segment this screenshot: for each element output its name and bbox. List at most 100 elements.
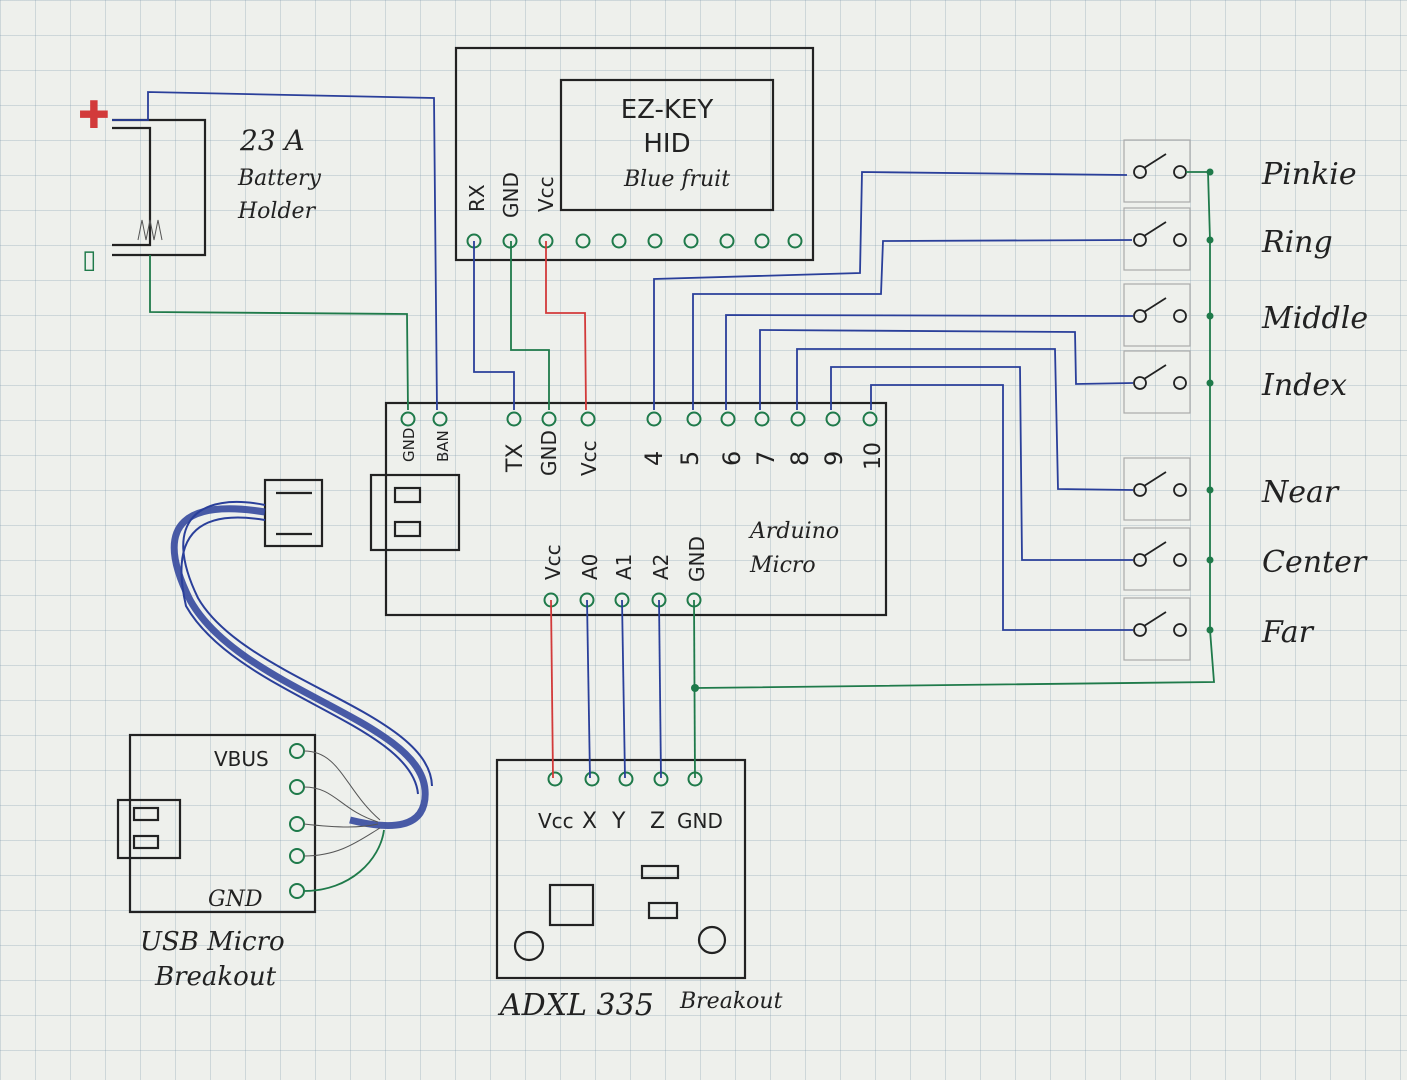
wire-adxl-vcc bbox=[550, 599, 554, 779]
adxl-cap-2 bbox=[647, 901, 679, 920]
battery-label-1: 23 A bbox=[239, 124, 305, 157]
switch-pinkie: Pinkie bbox=[1123, 139, 1357, 203]
switch-label: Pinkie bbox=[1261, 157, 1357, 192]
ground-junction-dot bbox=[691, 684, 699, 692]
arduino-pin-label-a0: A0 bbox=[578, 554, 602, 580]
wire-pin9-center bbox=[830, 366, 1133, 561]
adxl-mount-hole-right bbox=[697, 925, 727, 955]
arduino-top-pin-8 bbox=[720, 411, 736, 427]
switch-housing bbox=[1123, 283, 1191, 347]
battery-label-2: Battery bbox=[237, 166, 322, 191]
switch-lever bbox=[1143, 471, 1167, 487]
wire-pin4-pinkie bbox=[653, 171, 1128, 410]
arduino-pin-label-gnd-2: GND bbox=[537, 430, 561, 476]
arduino-board: Arduino Micro GND BAN TX GND Vcc 4 5 6 7… bbox=[369, 401, 888, 617]
adxl-pin-label-vcc: Vcc bbox=[538, 809, 574, 833]
wire-pin7-index bbox=[759, 329, 1134, 410]
switch-housing bbox=[1123, 597, 1191, 661]
arduino-pin-label-10: 10 bbox=[861, 442, 886, 470]
adxl-pin-1 bbox=[547, 771, 563, 787]
switch-index: Index bbox=[1123, 350, 1347, 414]
switch-contact-left bbox=[1133, 165, 1147, 179]
switch-lever bbox=[1143, 297, 1167, 313]
arduino-top-pin-2 bbox=[432, 411, 448, 427]
arduino-pin-label-6: 6 bbox=[718, 451, 746, 466]
arduino-top-pin-11 bbox=[825, 411, 841, 427]
arduino-top-pin-row bbox=[400, 411, 878, 427]
usb-pin-4 bbox=[289, 848, 305, 864]
switch-ring: Ring bbox=[1123, 207, 1333, 271]
battery-minus-icon: ▯ bbox=[82, 245, 96, 275]
switch-contact-right bbox=[1173, 233, 1187, 247]
switch-lever bbox=[1143, 153, 1167, 169]
usb-plug bbox=[263, 478, 324, 548]
ezkey-pin-9 bbox=[754, 233, 770, 249]
switch-label: Near bbox=[1261, 475, 1340, 510]
ezkey-board: EZ-KEY HID Blue fruit RX GND Vcc bbox=[454, 46, 815, 262]
ezkey-pin-7 bbox=[683, 233, 699, 249]
usb-pin-5 bbox=[289, 883, 305, 899]
usb-breakout-pad-1 bbox=[132, 806, 160, 822]
adxl-pin-label-z: Z bbox=[650, 809, 665, 834]
arduino-top-pin-10 bbox=[790, 411, 806, 427]
arduino-top-pin-7 bbox=[686, 411, 702, 427]
switch-lever bbox=[1143, 364, 1167, 380]
battery-holder-outline bbox=[112, 118, 207, 257]
arduino-top-pin-3 bbox=[506, 411, 522, 427]
ezkey-pin-gnd: GND bbox=[499, 172, 523, 218]
arduino-bottom-pin-labels: Vcc A0 A1 A2 GND bbox=[541, 536, 709, 582]
usb-label-1: USB Micro bbox=[140, 927, 285, 957]
adxl-pin-3 bbox=[618, 771, 634, 787]
ezkey-pin-6 bbox=[647, 233, 663, 249]
switch-contact-right bbox=[1173, 165, 1187, 179]
switch-contact-right bbox=[1173, 483, 1187, 497]
usb-cable-bundle bbox=[170, 505, 429, 829]
arduino-outline bbox=[384, 401, 888, 617]
ezkey-pin-2 bbox=[502, 233, 518, 249]
switch-label: Center bbox=[1262, 545, 1368, 580]
wires bbox=[112, 91, 1215, 892]
switch-contact-left bbox=[1133, 233, 1147, 247]
arduino-pin-label-7: 7 bbox=[752, 451, 780, 466]
switch-label: Far bbox=[1261, 615, 1315, 650]
switch-contact-left bbox=[1133, 309, 1147, 323]
wire-rx-to-tx bbox=[473, 241, 515, 410]
arduino-pin-label-5: 5 bbox=[676, 451, 704, 466]
arduino-top-pin-5 bbox=[580, 411, 596, 427]
wire-pin10-far bbox=[870, 384, 1133, 631]
switch-contact-left bbox=[1133, 376, 1147, 390]
ezkey-module bbox=[559, 78, 775, 212]
arduino-top-pin-labels: GND BAN TX GND Vcc 4 5 6 7 8 9 10 bbox=[400, 428, 886, 476]
arduino-bottom-pin-row bbox=[543, 592, 702, 608]
arduino-pin-label-9: 9 bbox=[820, 451, 848, 466]
arduino-pin-label-a1: A1 bbox=[612, 554, 636, 580]
switch-label: Index bbox=[1261, 368, 1347, 403]
ezkey-pin-rx: RX bbox=[465, 184, 489, 212]
usb-breakout-outline bbox=[128, 733, 317, 914]
wire-pin5-ring bbox=[692, 239, 1133, 410]
arduino-pin-label-ban: BAN bbox=[434, 430, 452, 462]
switch-label: Middle bbox=[1261, 301, 1368, 336]
arduino-label-1: Arduino bbox=[748, 519, 839, 544]
arduino-pin-label-a2: A2 bbox=[649, 554, 673, 580]
usb-pin-label-gnd: GND bbox=[208, 887, 263, 912]
arduino-pin-label-4: 4 bbox=[640, 451, 668, 466]
adxl-chip bbox=[548, 883, 595, 927]
usb-plug-outline bbox=[263, 478, 324, 548]
usb-pin-1 bbox=[289, 743, 305, 759]
arduino-usb-pad-1 bbox=[393, 486, 422, 504]
adxl-outline bbox=[495, 758, 747, 980]
switch-contact-left bbox=[1133, 483, 1147, 497]
switch-far: Far bbox=[1123, 597, 1315, 661]
usb-breakout: VBUS GND USB Micro Breakout bbox=[116, 733, 317, 992]
wire-ezkey-gnd bbox=[510, 241, 550, 410]
switch-contact-left bbox=[1133, 623, 1147, 637]
adxl-pin-row bbox=[547, 771, 703, 787]
switch-lever bbox=[1143, 221, 1167, 237]
switch-contact-right bbox=[1173, 309, 1187, 323]
switch-housing bbox=[1123, 207, 1191, 271]
arduino-pin-label-bottom-vcc: Vcc bbox=[541, 544, 565, 580]
ezkey-pin-4 bbox=[575, 233, 591, 249]
wire-pin8-near bbox=[796, 348, 1134, 491]
